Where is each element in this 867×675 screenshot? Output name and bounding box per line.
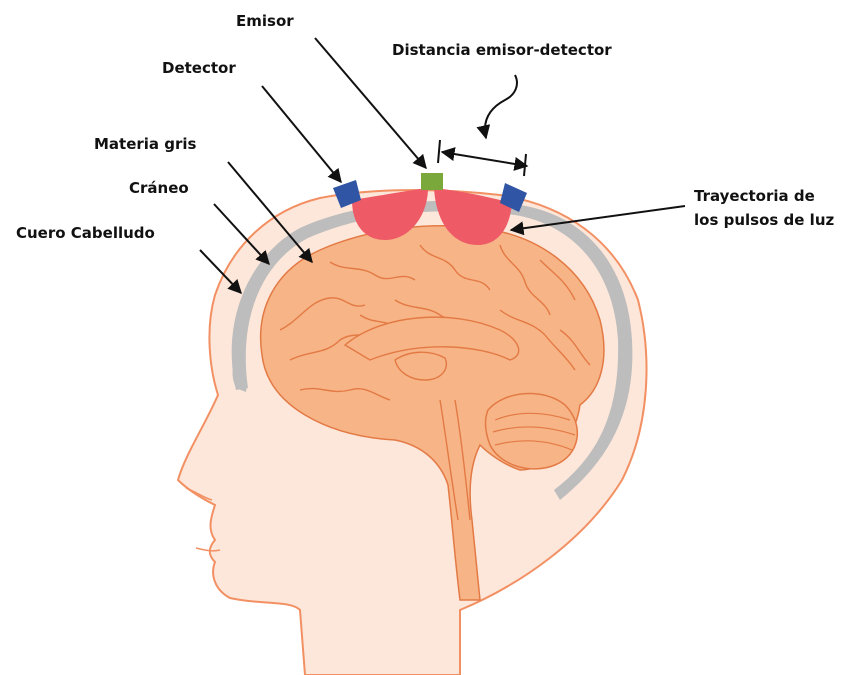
label-detector: Detector xyxy=(162,59,236,77)
label-emisor: Emisor xyxy=(236,12,294,30)
arrow-detector xyxy=(262,86,341,182)
distance-tick-right xyxy=(524,154,526,176)
arrow-distancia xyxy=(485,75,517,138)
distance-tick-left xyxy=(438,140,440,163)
emitter-icon xyxy=(421,173,443,190)
label-distancia: Distancia emisor-detector xyxy=(392,41,612,59)
label-materia-gris: Materia gris xyxy=(94,135,197,153)
label-trayectoria-2: los pulsos de luz xyxy=(694,211,834,229)
label-craneo: Cráneo xyxy=(129,179,189,197)
distance-bar xyxy=(442,152,527,166)
label-cuero: Cuero Cabelludo xyxy=(16,224,155,242)
label-trayectoria-1: Trayectoria de xyxy=(694,187,815,205)
